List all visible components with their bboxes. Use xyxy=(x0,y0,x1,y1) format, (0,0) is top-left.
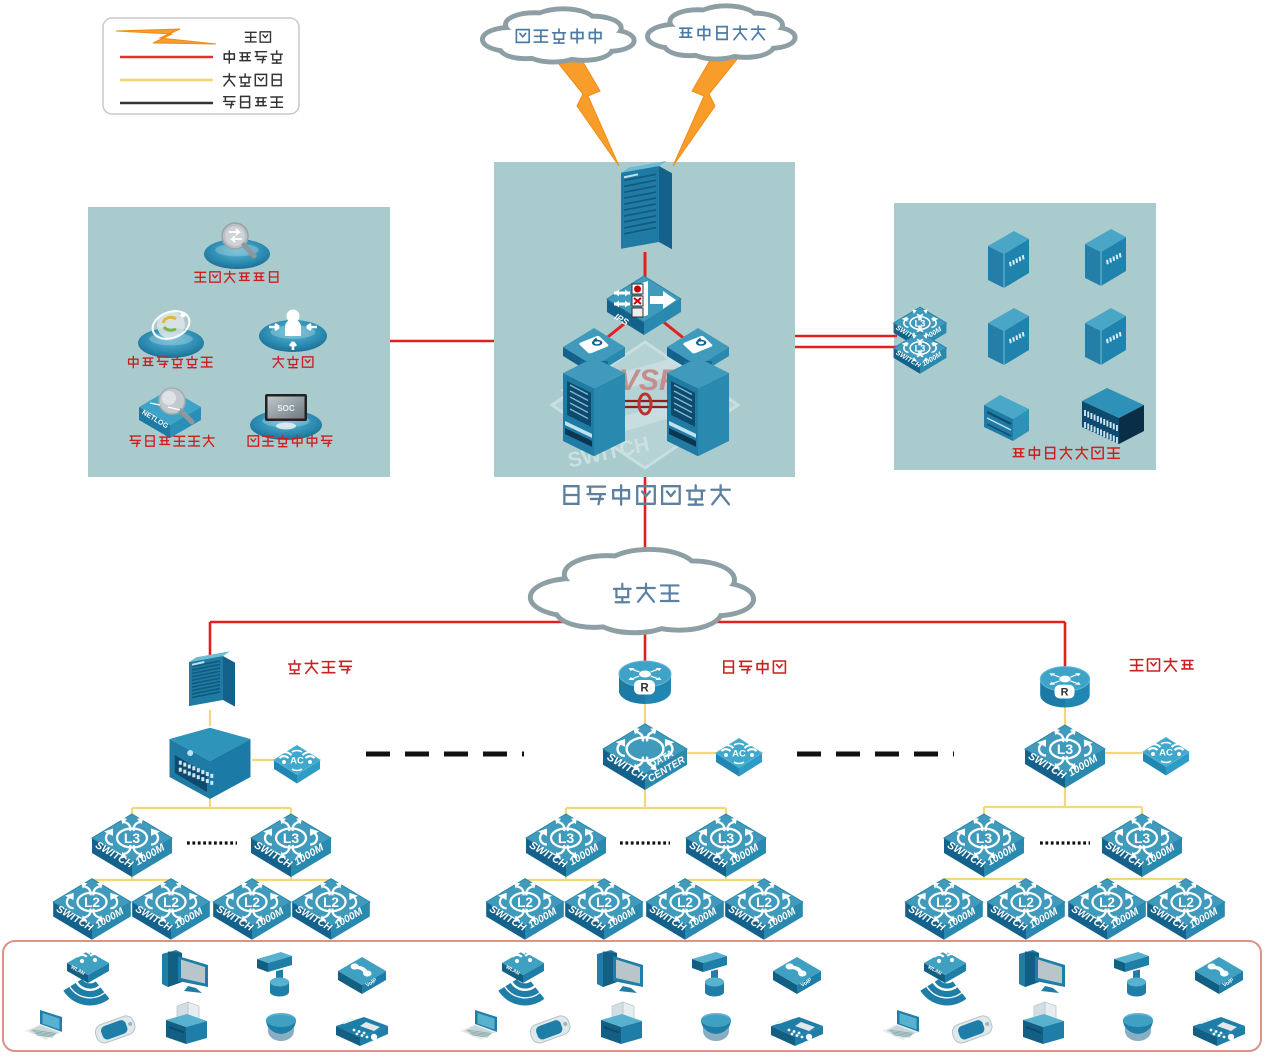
svg-text:L2: L2 xyxy=(517,895,533,910)
svg-text:L2: L2 xyxy=(677,895,693,910)
svg-text:SOC: SOC xyxy=(277,404,295,413)
svg-text:VoIP: VoIP xyxy=(365,977,379,988)
svg-text:L2: L2 xyxy=(1099,895,1115,910)
svg-text:L3: L3 xyxy=(915,318,926,328)
svg-text:L2: L2 xyxy=(936,895,952,910)
svg-text:R: R xyxy=(640,683,649,695)
svg-text:L2: L2 xyxy=(163,895,179,910)
svg-text:AC: AC xyxy=(1159,748,1173,759)
svg-text:L2: L2 xyxy=(84,895,100,910)
svg-text:L3: L3 xyxy=(915,343,926,353)
svg-text:L3: L3 xyxy=(124,830,141,846)
svg-text:L2: L2 xyxy=(596,895,612,910)
svg-text:L2: L2 xyxy=(323,895,339,910)
svg-text:AC: AC xyxy=(732,749,746,760)
svg-text:VoIP: VoIP xyxy=(1222,977,1236,988)
svg-text:L2: L2 xyxy=(756,895,772,910)
svg-text:L3: L3 xyxy=(718,830,735,846)
svg-text:L3: L3 xyxy=(1057,741,1074,757)
svg-text:L3: L3 xyxy=(1134,830,1151,846)
svg-text:R: R xyxy=(1061,687,1069,699)
svg-text:L3: L3 xyxy=(558,830,575,846)
svg-text:L2: L2 xyxy=(1178,895,1194,910)
svg-text:VoIP: VoIP xyxy=(800,977,814,988)
svg-text:L3: L3 xyxy=(283,830,300,846)
svg-text:L2: L2 xyxy=(1018,895,1034,910)
svg-text:AC: AC xyxy=(290,756,304,767)
svg-text:L3: L3 xyxy=(976,830,993,846)
svg-text:L2: L2 xyxy=(244,895,260,910)
